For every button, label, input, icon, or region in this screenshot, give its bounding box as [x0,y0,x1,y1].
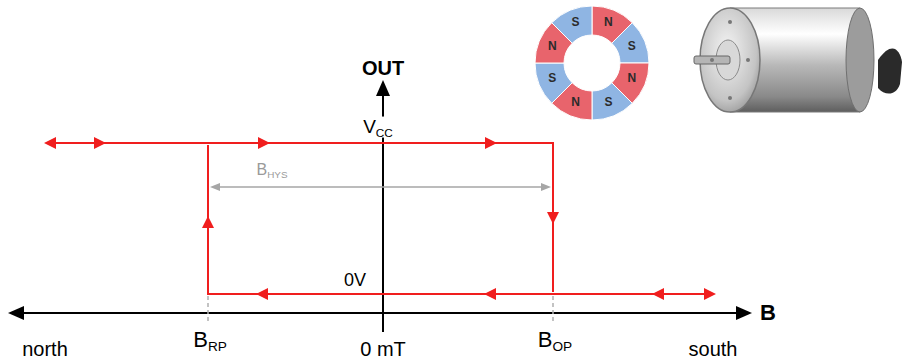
threshold-label-group: BOP [536,328,574,352]
subscript: CC [376,126,393,139]
pole-letter-group: S [570,17,582,30]
pole-letter: N [571,96,580,109]
hysteresis-width-arrow [210,183,551,191]
pole-label: south [689,338,738,360]
zero-label: 0 mT [360,338,406,360]
pole-letter: S [628,40,636,53]
subscript: RP [208,339,227,354]
hysteresis-loop [44,137,716,300]
pole-letter: S [572,17,580,30]
pole-letter: N [548,40,557,53]
hysteresis-label: B [256,161,267,179]
magnet-ring [535,6,649,120]
pole-letter-group: N [546,40,559,53]
motor-picture [694,8,902,112]
threshold-label: B [538,328,553,352]
subscript: HYS [267,170,287,181]
pole-label-group: north [20,338,70,360]
pole-label-group: south [687,338,740,360]
threshold-markers [208,296,553,324]
pole-letter: N [604,17,613,30]
pole-label: north [22,338,68,360]
pole-letter-group: N [569,96,582,109]
pole-letter-group: S [602,96,614,109]
pole-letter-group: N [602,17,615,30]
pole-letter-group: N [625,73,638,86]
axis-label-group: B [758,301,778,325]
hysteresis-label-group: BHYS [254,161,289,179]
axis-label: B [760,301,776,325]
axes [8,80,752,332]
pole-letter: S [548,73,556,86]
level-label-group: 0V [342,271,368,291]
level-label-group: VCC [361,117,395,138]
magnet-segment [592,83,632,120]
pole-letter-group: S [546,73,558,86]
pole-letter: N [627,73,636,86]
magnet-segment [612,23,649,63]
zero-label-group: 0 mT [358,338,408,360]
magnet-segment [552,6,592,43]
subscript: OP [553,339,573,354]
magnet-segment [535,63,572,103]
pole-letter: S [604,96,612,109]
level-label: 0V [344,271,366,291]
level-label: V [363,117,376,138]
pole-letter-group: S [626,40,638,53]
axis-title: OUT [362,57,404,79]
axis-title-group: OUT [360,57,406,79]
threshold-label-group: BRP [191,328,229,352]
threshold-label: B [193,328,208,352]
